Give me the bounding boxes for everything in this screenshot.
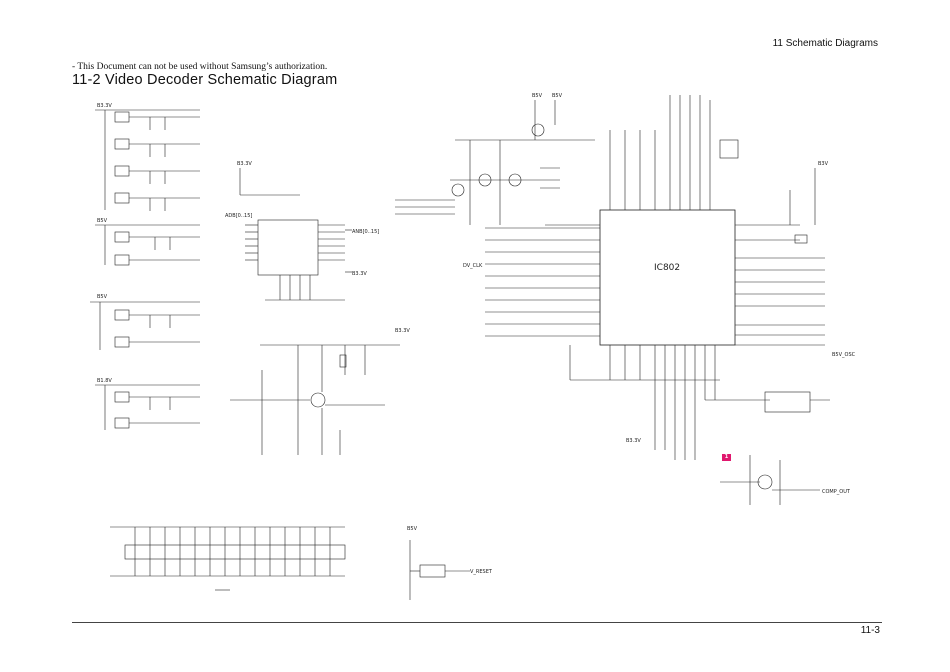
net-label: B5V_OSC: [832, 352, 856, 358]
ic802-left-pins: [485, 227, 600, 380]
ic802-body: [599, 209, 736, 346]
net-label: ADB[0..15]: [225, 213, 252, 219]
regulator-block-group-3: [90, 301, 200, 350]
supply-label: B1.8V: [97, 378, 112, 384]
supply-label: B5V: [97, 294, 108, 300]
supply-label: B5V: [532, 93, 543, 99]
callout-marker: 1: [722, 454, 731, 461]
footer-rule: [72, 622, 882, 623]
net-label: ANB[0..15]: [352, 229, 379, 235]
authorization-notice: - This Document can not be used without …: [72, 62, 328, 72]
supply-label: B5V: [552, 93, 563, 99]
ic802-bottom-pins: [570, 345, 830, 460]
supply-label: B3V: [818, 161, 829, 167]
ic802-right-pins: [735, 168, 825, 346]
ic802-top-pins: [609, 95, 739, 210]
supply-label: B3.3V: [237, 161, 252, 167]
section-header: 11 Schematic Diagrams: [772, 38, 878, 49]
video-amplifier: [230, 344, 400, 455]
supply-label: B5V: [407, 526, 418, 532]
output-stage: [720, 455, 820, 505]
regulator-block-group-1: [95, 109, 200, 211]
net-label: DV_CLK: [463, 263, 483, 269]
bottom-connector: [110, 526, 346, 591]
net-label: V_RESET: [470, 569, 493, 575]
ic802-label: IC802: [654, 263, 680, 273]
supply-label: B3.3V: [97, 103, 112, 109]
net-label: COMP_OUT: [822, 489, 851, 495]
net-label: B3.3V: [352, 271, 367, 277]
regulator-block-group-4: [95, 384, 200, 430]
reset-circuit: [409, 540, 470, 600]
input-network: [395, 100, 600, 226]
page-number: 11-3: [860, 625, 880, 636]
page-title: 11-2 Video Decoder Schematic Diagram: [72, 72, 338, 88]
buffer-ic: [239, 168, 352, 301]
regulator-block-group-2: [95, 224, 200, 266]
supply-label: B3.3V: [626, 438, 641, 444]
supply-label: B3.3V: [395, 328, 410, 334]
supply-label: B5V: [97, 218, 108, 224]
